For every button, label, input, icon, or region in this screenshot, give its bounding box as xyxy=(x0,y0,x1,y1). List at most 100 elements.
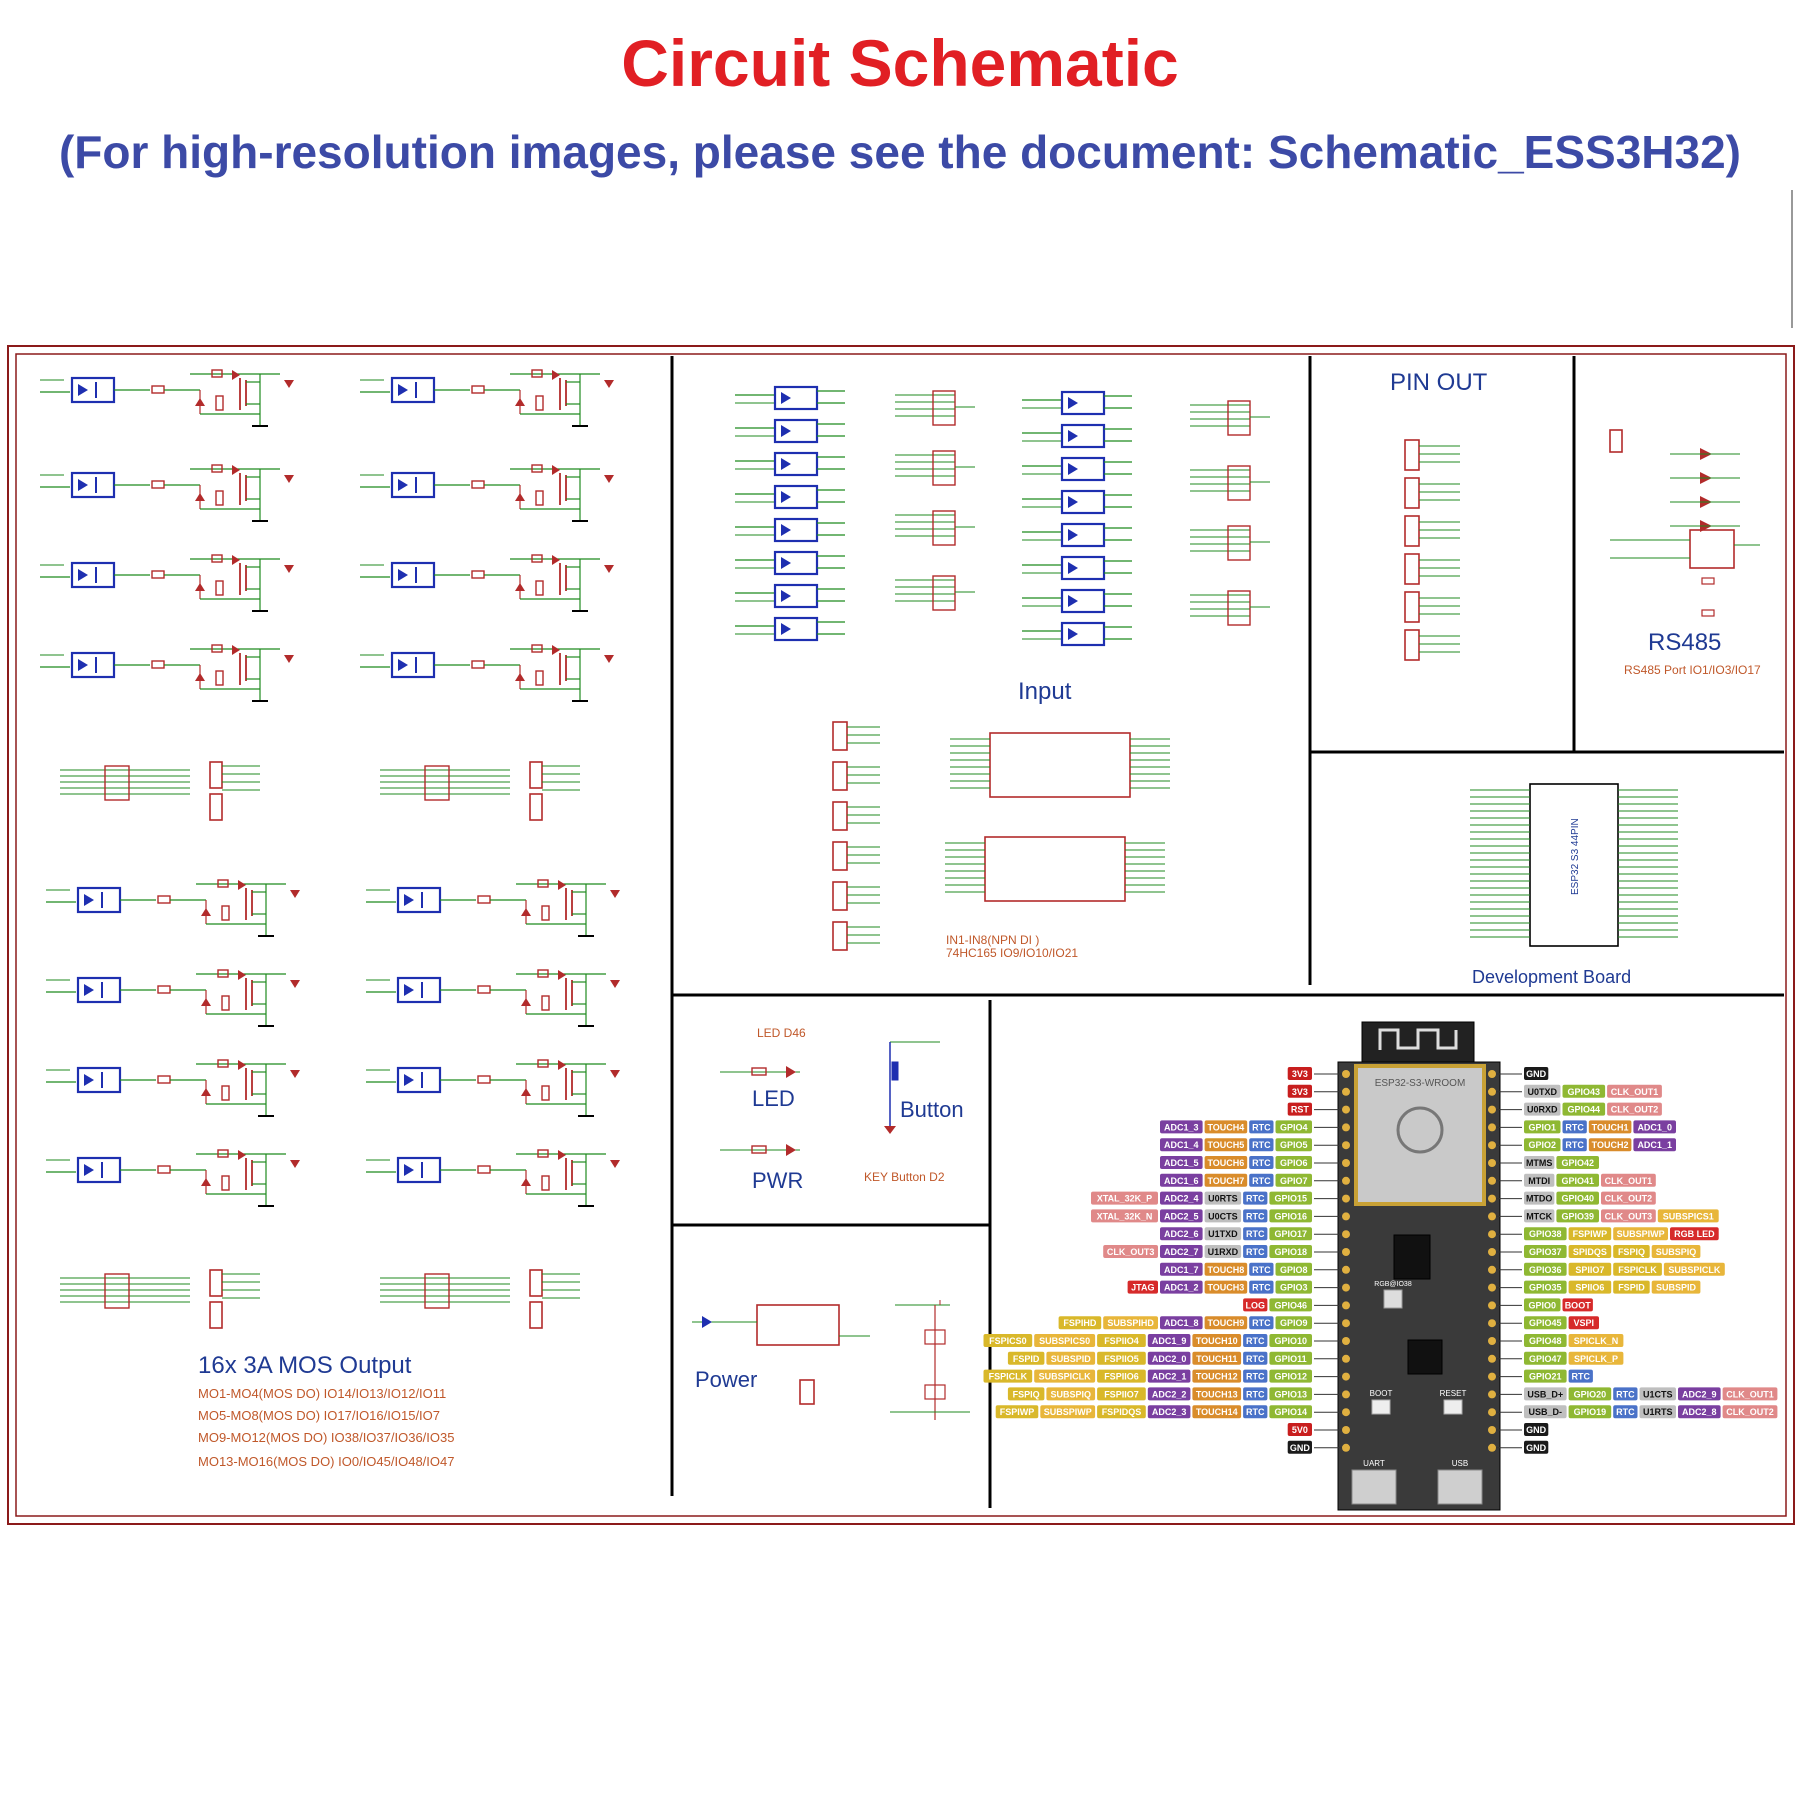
pin-label: RTC xyxy=(1565,1122,1584,1132)
pin-label-box xyxy=(1556,1173,1599,1187)
pin-label: 5V0 xyxy=(1292,1425,1308,1435)
diode-mark xyxy=(290,890,300,898)
pin-label-box xyxy=(1269,1298,1312,1312)
led-mark xyxy=(552,555,560,565)
resistor xyxy=(221,905,230,921)
header-pin xyxy=(1342,1408,1350,1417)
pin-label: U0RXD xyxy=(1527,1105,1558,1115)
dev-board-chip-label: ESP32 S3 44PIN xyxy=(1570,818,1581,895)
pin-label: GND xyxy=(1526,1069,1547,1079)
input-optocoupler xyxy=(1060,489,1106,515)
pin-label: SUBSPICLK xyxy=(1039,1372,1092,1382)
pin-label-box xyxy=(1562,1138,1587,1152)
opto-diode-mark xyxy=(781,458,791,470)
pin-label-box xyxy=(1568,1316,1599,1330)
pin-label: GPIO14 xyxy=(1274,1407,1307,1417)
led-mark xyxy=(558,970,566,980)
pin-label: GPIO18 xyxy=(1274,1247,1307,1257)
regulator-chip xyxy=(1393,1234,1431,1280)
pin-label: CLK_OUT3 xyxy=(1605,1211,1653,1221)
regulator-ic xyxy=(756,1304,840,1346)
input-note-2: 74HC165 IO9/IO10/IO21 xyxy=(946,946,1078,960)
resistor xyxy=(537,879,549,888)
zener-mark xyxy=(201,998,211,1006)
resistor-array xyxy=(424,765,450,801)
pin-label: GPIO3 xyxy=(1280,1283,1308,1293)
pin-label: LOG xyxy=(1246,1300,1266,1310)
pin-label-box xyxy=(1269,1245,1312,1258)
rs485-transceiver xyxy=(1689,529,1735,569)
pin-label: U0RTS xyxy=(1208,1194,1238,1204)
mos-channel xyxy=(40,464,294,522)
pin-label-box xyxy=(1613,1245,1650,1258)
zener-mark xyxy=(195,398,205,406)
zener-mark xyxy=(195,673,205,681)
reset-button xyxy=(1443,1399,1463,1415)
pin-label: ADC2_7 xyxy=(1164,1247,1199,1257)
resistor xyxy=(211,644,223,653)
pin-label: FSPICLK xyxy=(989,1372,1028,1382)
resistor xyxy=(1701,577,1715,585)
pin-label-box xyxy=(1204,1138,1248,1152)
pin-label-box xyxy=(1160,1262,1203,1276)
pin-label: FSPIWP xyxy=(1000,1407,1035,1417)
pin-label: FSPIDQS xyxy=(1102,1407,1142,1417)
mos-channel xyxy=(360,554,614,612)
zener-mark xyxy=(515,673,525,681)
opto-diode-mark xyxy=(398,384,408,396)
led-mark xyxy=(238,970,246,980)
pin-label-box xyxy=(1097,1334,1146,1347)
pin-label-box xyxy=(1601,1209,1656,1223)
pin-label-box xyxy=(1275,1316,1312,1330)
connector xyxy=(209,1269,223,1297)
pin-label: TOUCH1 xyxy=(1592,1122,1629,1132)
resistor-array xyxy=(932,510,956,546)
dev-board-ic xyxy=(1529,783,1619,947)
pin-label-box xyxy=(1275,1262,1312,1276)
led-mark xyxy=(232,370,240,380)
header-pin xyxy=(1342,1212,1350,1221)
resistor-array xyxy=(104,765,130,801)
pin-label-box xyxy=(1613,1227,1668,1241)
page-subtitle: (For high-resolution images, please see … xyxy=(58,126,1741,178)
resistor xyxy=(217,879,229,888)
resistor xyxy=(537,1149,549,1158)
resistor xyxy=(157,985,171,994)
resistor xyxy=(221,1085,230,1101)
led-mark xyxy=(558,1150,566,1160)
connector xyxy=(209,761,223,789)
header-pin xyxy=(1488,1087,1496,1096)
pin-label-box xyxy=(1568,1334,1624,1347)
pin-label-box xyxy=(1147,1405,1191,1419)
pin-label: GND xyxy=(1290,1443,1311,1453)
header-pin xyxy=(1488,1372,1496,1381)
led-mark xyxy=(558,1060,566,1070)
pin-label-box xyxy=(1613,1387,1638,1401)
opto-diode-mark xyxy=(84,1164,94,1176)
usb-label: USB xyxy=(1452,1459,1468,1468)
pin-label: ADC2_8 xyxy=(1682,1407,1717,1417)
opto-diode-mark xyxy=(1068,463,1078,475)
resistor xyxy=(477,1165,491,1174)
pin-label-box xyxy=(1524,1316,1567,1330)
header-pin xyxy=(1342,1372,1350,1381)
pin-label-box xyxy=(1243,1387,1268,1401)
zener-mark xyxy=(201,1178,211,1186)
opto-diode-mark xyxy=(404,1164,414,1176)
diode-mark xyxy=(284,380,294,388)
resistor xyxy=(221,995,230,1011)
pin-label: GPIO44 xyxy=(1568,1105,1601,1115)
input-optocoupler xyxy=(1060,456,1106,482)
pin-label: GND xyxy=(1526,1443,1547,1453)
input-optocoupler xyxy=(773,583,819,609)
pin-label-box xyxy=(1524,1138,1561,1152)
pin-label-box xyxy=(1249,1280,1274,1294)
resistor xyxy=(535,580,544,596)
opto-diode-mark xyxy=(781,623,791,635)
opto-diode-mark xyxy=(78,569,88,581)
header-pin xyxy=(1488,1319,1496,1328)
connector xyxy=(832,721,848,751)
pin-label: GPIO37 xyxy=(1529,1247,1562,1257)
pin-label-box xyxy=(1562,1084,1606,1098)
pin-label: RTC xyxy=(1246,1247,1265,1257)
